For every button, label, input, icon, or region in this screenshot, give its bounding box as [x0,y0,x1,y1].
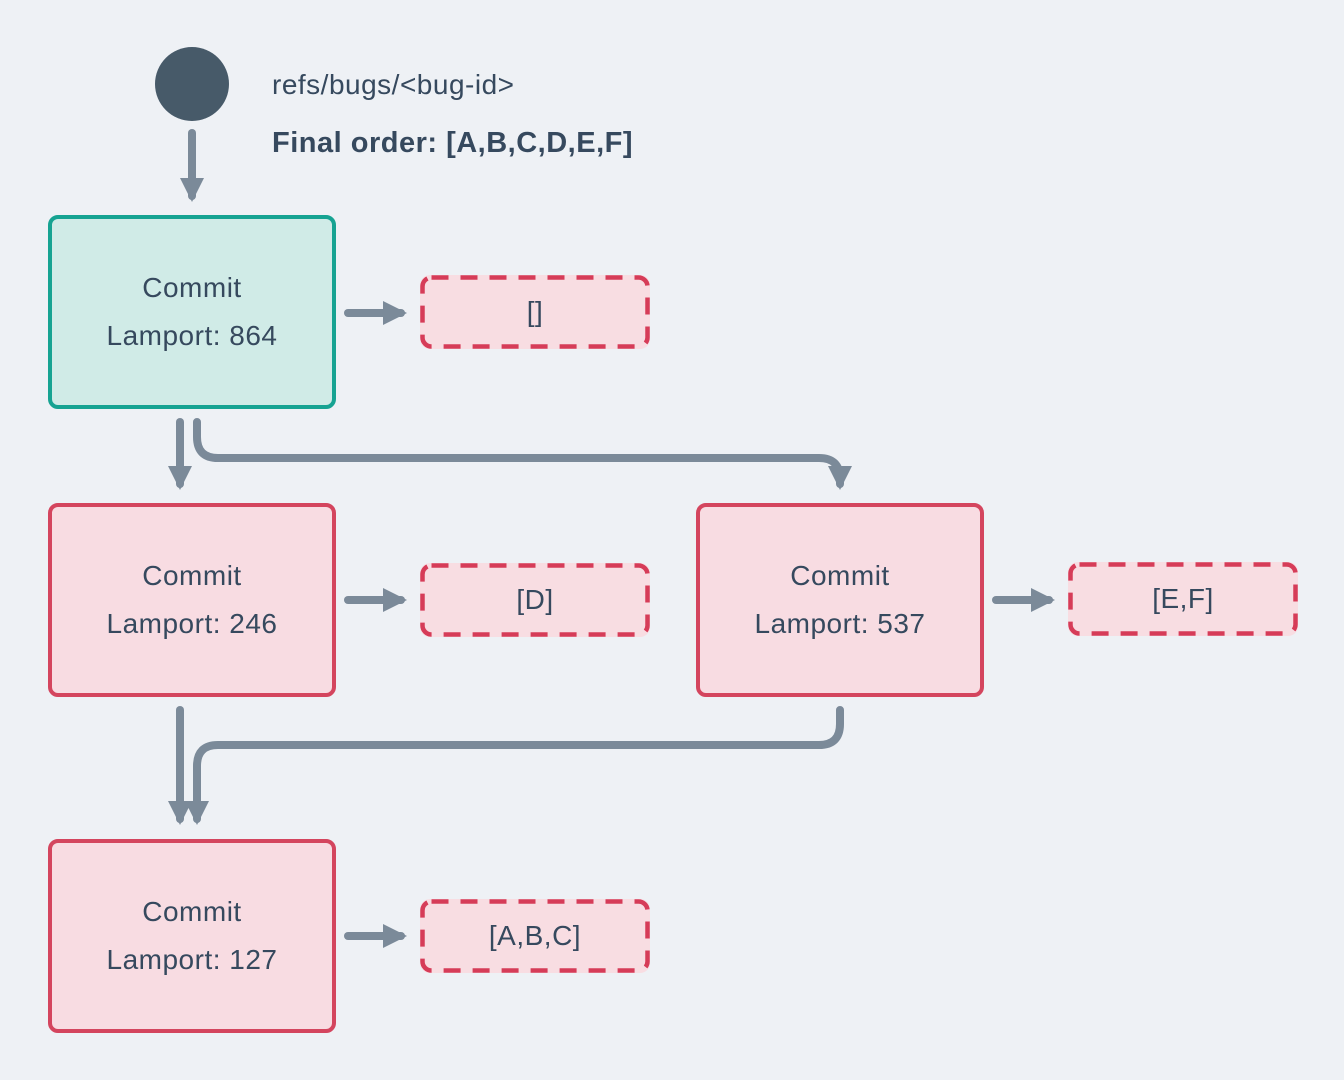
commit-title: Commit [790,560,890,591]
arrow-right-to-bottom [185,706,844,825]
dashed-border [1068,562,1298,636]
payload-text: [] [526,296,544,327]
payload-text: [A,B,C] [488,920,582,951]
payload-text: [D] [516,584,554,615]
payload-box-empty: [] [420,275,650,349]
commit-lamport: Lamport: 127 [106,944,278,975]
payload-text: [E,F] [1152,583,1214,614]
commit-lamport: Lamport: 864 [106,320,278,351]
commit-node-246: Commit Lamport: 246 [48,503,336,697]
final-order-label: Final order: [A,B,C,D,E,F] [272,127,633,159]
commit-node-127: Commit Lamport: 127 [48,839,336,1033]
ref-head-circle [155,47,229,121]
dashed-border [420,563,650,637]
commit-lamport: Lamport: 246 [106,608,278,639]
commit-node-537: Commit Lamport: 537 [696,503,984,697]
commit-node-864: Commit Lamport: 864 [48,215,336,409]
arrow-root-to-right-child [193,418,852,490]
ref-name-label: refs/bugs/<bug-id> [272,69,515,100]
commit-title: Commit [142,896,242,927]
dashed-border [420,275,650,349]
payload-box-d: [D] [420,563,650,637]
commit-lamport: Lamport: 537 [754,608,926,639]
payload-box-abc: [A,B,C] [420,899,650,973]
payload-box-ef: [E,F] [1068,562,1298,636]
commit-title: Commit [142,560,242,591]
dashed-border [420,899,650,973]
commit-title: Commit [142,272,242,303]
